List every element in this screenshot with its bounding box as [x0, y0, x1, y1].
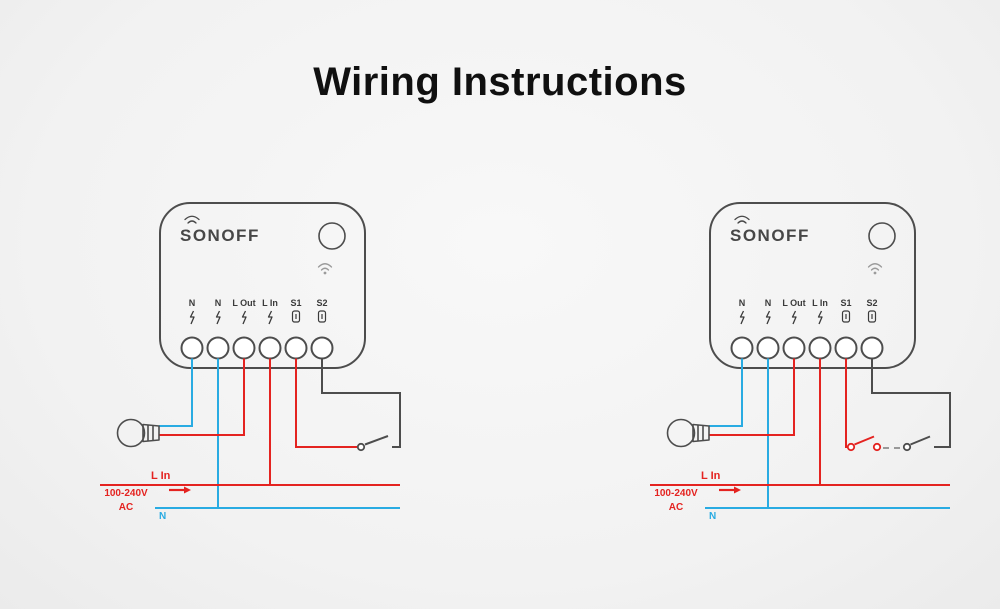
terminal-n1: N: [180, 298, 204, 360]
terminal-label: L Out: [782, 298, 805, 308]
switch-lever: [364, 435, 389, 446]
terminal-label: S1: [290, 298, 301, 308]
neutral-label: N: [709, 511, 716, 522]
neutral-wire-to-bulb: [709, 358, 743, 427]
ac-label: AC: [669, 502, 683, 513]
switch-contact: [356, 442, 366, 452]
terminal-label: N: [189, 298, 196, 308]
power-button: [318, 222, 346, 250]
current-direction-arrow: [719, 486, 741, 494]
lightning-icon: [765, 310, 771, 325]
wifi-icon: [867, 263, 883, 275]
contact-icon: [867, 310, 877, 323]
terminal-label: N: [215, 298, 222, 308]
switch-contact: [902, 442, 912, 452]
contact-icon: [317, 310, 327, 323]
terminal-circle: [808, 336, 832, 360]
light-bulb-icon: [666, 418, 710, 448]
terminal-circle: [206, 336, 230, 360]
current-direction-arrow: [169, 486, 191, 494]
voltage-label: 100-240V: [104, 488, 148, 499]
brand-text: SONOFF: [180, 226, 260, 245]
live-out-wire-to-bulb: [709, 358, 795, 436]
light-bulb-icon: [116, 418, 160, 448]
device-body: [159, 202, 366, 369]
line-in-label: L In: [701, 470, 721, 482]
contact-icon: [841, 310, 851, 323]
neutral-label: N: [159, 511, 166, 522]
terminal-circle: [310, 336, 334, 360]
terminal-circle: [834, 336, 858, 360]
terminal-circle: [180, 336, 204, 360]
switch-contact: [846, 442, 856, 452]
page-title: Wiring Instructions: [313, 60, 687, 104]
device-body: [709, 202, 916, 369]
terminal-label: L In: [812, 298, 828, 308]
terminal-s1: S1: [834, 298, 858, 360]
terminal-circle: [782, 336, 806, 360]
switch-lever: [854, 435, 875, 446]
logo-wave-icon: [734, 215, 750, 221]
switch-contact: [872, 442, 882, 452]
terminal-circle: [730, 336, 754, 360]
terminal-circle: [860, 336, 884, 360]
wall-switch-icon-dark: [902, 435, 931, 452]
voltage-label: 100-240V: [654, 488, 698, 499]
terminal-label: S2: [866, 298, 877, 308]
terminal-n2: N: [206, 298, 230, 360]
terminal-lout: L Out: [232, 298, 256, 360]
contact-icon: [291, 310, 301, 323]
sonoff-logo: SONOFF: [180, 215, 260, 245]
power-button: [868, 222, 896, 250]
lightning-icon: [739, 310, 745, 325]
terminal-lin: L In: [258, 298, 282, 360]
terminal-n2: N: [756, 298, 780, 360]
s2-wire-to-switch: [871, 358, 951, 448]
lightning-icon: [189, 310, 195, 325]
wall-switch-icon: [356, 435, 389, 452]
terminal-n1: N: [730, 298, 754, 360]
brand-text: SONOFF: [730, 226, 810, 245]
lightning-icon: [215, 310, 221, 325]
terminal-lout: L Out: [782, 298, 806, 360]
live-out-wire-to-bulb: [159, 358, 245, 436]
wiring-diagram-single-switch: SONOFF N N L Out L In: [100, 202, 401, 522]
s1-wire-to-switch: [845, 358, 848, 448]
terminal-circle: [232, 336, 256, 360]
sonoff-logo: SONOFF: [730, 215, 810, 245]
terminal-s2: S2: [860, 298, 884, 360]
wiring-diagram-dual-switch: SONOFF N N L Out L In: [650, 202, 951, 522]
s2-wire-to-switch: [321, 358, 401, 448]
wifi-icon: [317, 263, 333, 275]
terminal-label: N: [765, 298, 772, 308]
terminal-circle: [756, 336, 780, 360]
logo-wave-icon: [737, 220, 747, 224]
terminal-label: L In: [262, 298, 278, 308]
lightning-icon: [817, 310, 823, 325]
terminal-s1: S1: [284, 298, 308, 360]
lightning-icon: [267, 310, 273, 325]
lightning-icon: [791, 310, 797, 325]
terminal-label: N: [739, 298, 746, 308]
lightning-icon: [241, 310, 247, 325]
logo-wave-icon: [184, 215, 200, 221]
sonoff-device: SONOFF N N L Out L In: [159, 202, 366, 369]
sonoff-device: SONOFF N N L Out L In: [709, 202, 916, 369]
line-in-label: L In: [151, 470, 171, 482]
terminal-label: S1: [840, 298, 851, 308]
neutral-wire-to-bulb: [159, 358, 193, 427]
terminal-circle: [258, 336, 282, 360]
logo-wave-icon: [187, 220, 197, 224]
wall-switch-icon-live: [846, 435, 882, 452]
ac-label: AC: [119, 502, 133, 513]
terminal-lin: L In: [808, 298, 832, 360]
terminal-label: L Out: [232, 298, 255, 308]
terminal-s2: S2: [310, 298, 334, 360]
terminal-label: S2: [316, 298, 327, 308]
terminal-circle: [284, 336, 308, 360]
s1-wire-to-switch: [295, 358, 357, 448]
switch-lever: [910, 435, 931, 446]
